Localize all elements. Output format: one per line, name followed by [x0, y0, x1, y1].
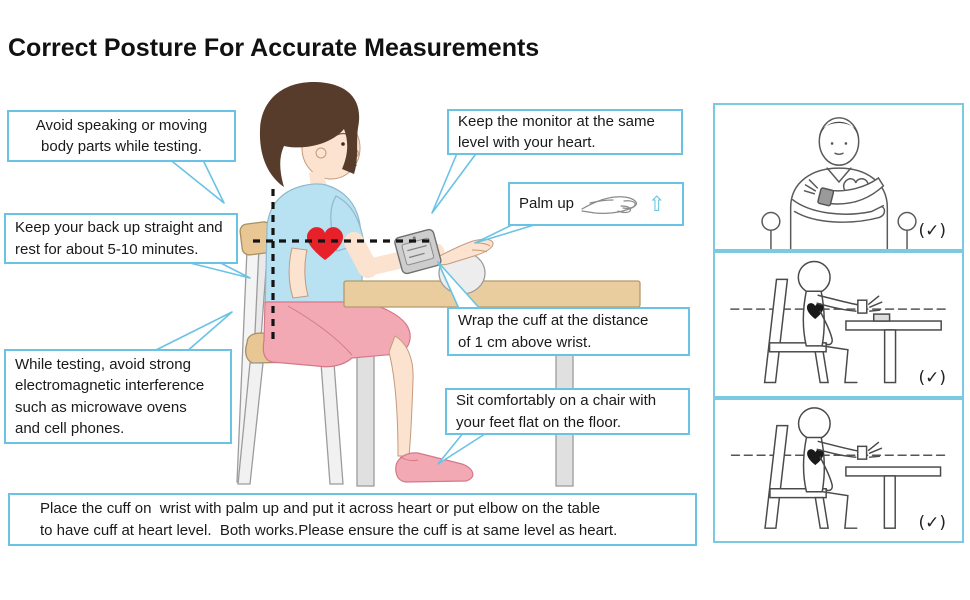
wrist-monitor-cuff	[394, 228, 442, 275]
callout-text: Avoid speaking or moving body parts whil…	[35, 116, 208, 155]
posture-panel-wrist-across-chest: (✓)	[713, 103, 964, 251]
callout-text: While testing, avoid strong electromagne…	[15, 355, 205, 437]
woman-shorts	[262, 301, 411, 368]
page-title: Correct Posture For Accurate Measurement…	[8, 34, 540, 62]
callout-text: Wrap the cuff at the distance of 1 cm ab…	[458, 312, 649, 351]
check-mark: (✓)	[918, 221, 946, 241]
woman-hand	[433, 238, 494, 266]
table-top	[343, 280, 641, 308]
callout-bottom-note: Place the cuff on wrist with palm up and…	[8, 493, 697, 546]
callout-sit-comfortably: Sit comfortably on a chair with your fee…	[445, 388, 690, 435]
seated-figure-illustration	[730, 260, 948, 384]
callout-electromagnetic: While testing, avoid strong electromagne…	[4, 349, 232, 444]
slipper	[395, 452, 474, 483]
callout-text: Place the cuff on wrist with palm up and…	[40, 500, 618, 539]
posture-panel-cuff-at-heart-level: (✓)	[713, 398, 964, 543]
check-mark: (✓)	[918, 513, 946, 533]
callout-wrap-cuff: Wrap the cuff at the distance of 1 cm ab…	[447, 307, 690, 356]
callout-text: Keep your back up straight and rest for …	[15, 219, 223, 258]
woman-far-arm	[288, 247, 309, 299]
callout-palm-up: Palm up ⇧	[508, 182, 684, 226]
woman-hair	[259, 81, 360, 187]
man-front-illustration	[761, 117, 917, 249]
dashed-guide-lines	[253, 189, 429, 342]
check-mark: (✓)	[918, 368, 946, 388]
callout-text: Keep the monitor at the same level with …	[458, 112, 655, 151]
heart-icon	[306, 227, 344, 260]
callout-monitor-level: Keep the monitor at the same level with …	[447, 109, 683, 155]
callout-avoid-speaking: Avoid speaking or moving body parts whil…	[7, 110, 236, 162]
arm-with-monitor	[306, 195, 494, 295]
up-arrow-icon: ⇧	[648, 191, 666, 216]
seated-figure-illustration	[730, 407, 948, 529]
callout-text: Sit comfortably on a chair with your fee…	[456, 392, 657, 431]
callout-text: Palm up	[519, 195, 575, 213]
palm-up-hand-icon	[581, 196, 638, 214]
woman-leg	[388, 335, 414, 457]
callout-back-straight: Keep your back up straight and rest for …	[4, 213, 238, 264]
posture-panel-elbow-on-table: (✓)	[713, 251, 964, 398]
